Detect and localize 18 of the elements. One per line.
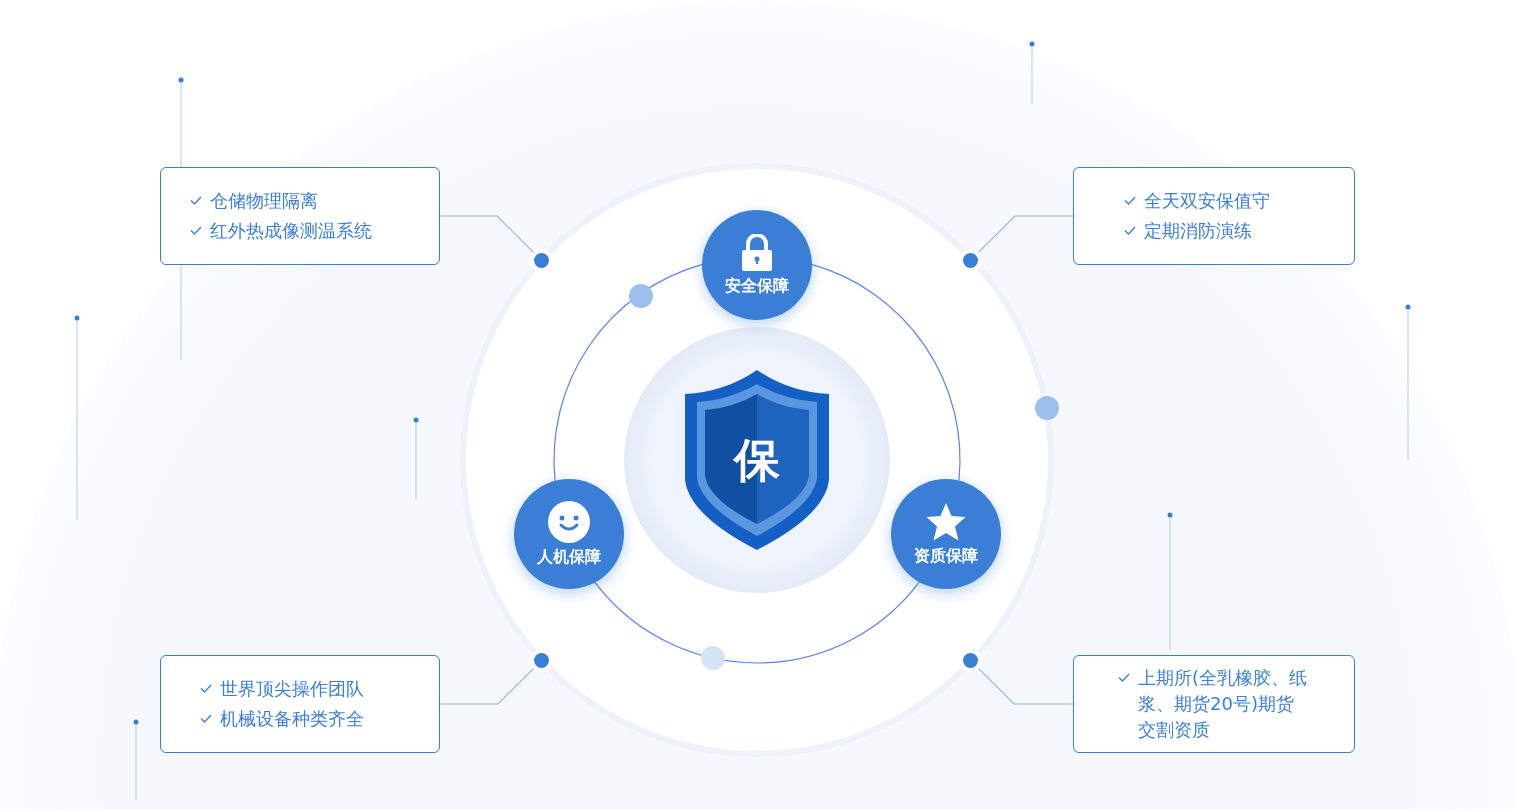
- info-card: [160, 655, 440, 753]
- info-card: [1073, 167, 1355, 265]
- shield-label: 保: [734, 437, 780, 483]
- category-label: 人机保障: [537, 547, 601, 567]
- feature-text: 世界顶尖操作团队: [220, 677, 364, 701]
- feature-text: 仓储物理隔离: [210, 189, 318, 213]
- info-card: [1073, 655, 1355, 753]
- ring-arc: [553, 263, 704, 482]
- feature-text: 全天双安保值守: [1144, 189, 1270, 213]
- ring-arc: [594, 581, 920, 664]
- info-card: [160, 167, 440, 265]
- feature-text: 红外热成像测温系统: [210, 219, 372, 243]
- category-label: 资质保障: [914, 546, 978, 566]
- feature-text: 定期消防演练: [1144, 219, 1252, 243]
- security-shield: [685, 370, 829, 550]
- feature-text: 机械设备种类齐全: [220, 707, 364, 731]
- feature-text: 上期所(全乳橡胶、纸浆、期货20号)期货交割资质: [1138, 666, 1309, 742]
- category-label: 安全保障: [725, 276, 789, 296]
